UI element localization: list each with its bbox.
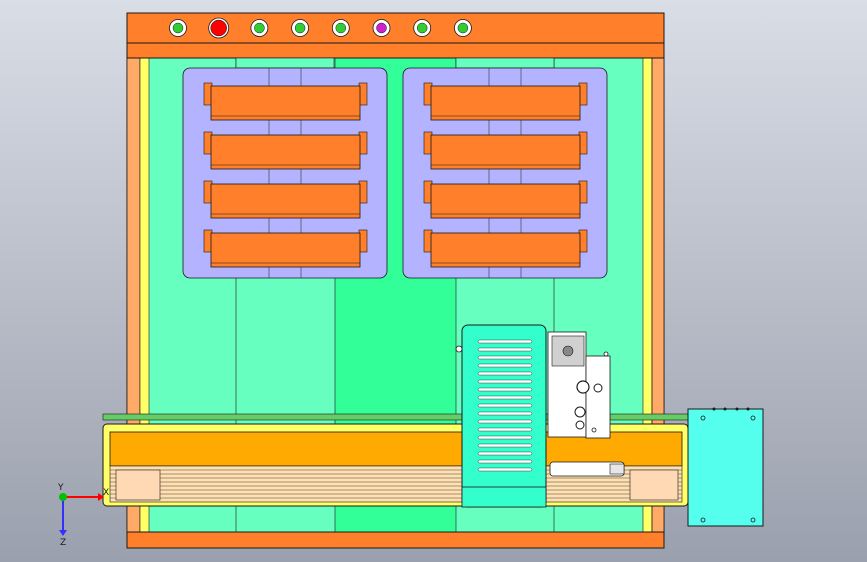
- tray-slot: [423, 180, 588, 219]
- tray-slot: [203, 229, 368, 268]
- axis-label-y: Y: [57, 483, 64, 493]
- cooling-vents: [477, 339, 533, 472]
- tray-slot: [423, 82, 588, 121]
- tray-slot: [423, 131, 588, 170]
- tray-slot: [203, 82, 368, 121]
- motor-shaft: [562, 345, 574, 357]
- top-lintel: [126, 42, 665, 59]
- tray-slot: [423, 229, 588, 268]
- indicator-lights: [169, 17, 472, 39]
- bottom-base: [126, 531, 665, 549]
- controller-housing: [687, 408, 764, 527]
- light-1: [169, 19, 187, 37]
- light-5: [331, 19, 350, 37]
- light-2: [208, 17, 230, 39]
- axis-label-x: X: [103, 488, 109, 498]
- axis-triad: X Y Z: [57, 483, 109, 548]
- tray-group: [182, 57, 608, 279]
- carriage-module: [455, 324, 625, 508]
- axis-label-z: Z: [60, 538, 66, 548]
- axis-origin: [59, 493, 67, 501]
- tray-slot: [203, 180, 368, 219]
- light-4: [291, 19, 310, 37]
- light-3: [250, 19, 269, 37]
- right-tray: [402, 57, 608, 279]
- light-8: [453, 19, 472, 37]
- light-7: [413, 19, 432, 37]
- carriage-body: [461, 324, 547, 508]
- top-control-bar: [126, 12, 665, 44]
- left-tray: [182, 57, 388, 279]
- light-6: [372, 19, 391, 37]
- controller-box: [687, 407, 764, 527]
- tray-slot: [203, 131, 368, 170]
